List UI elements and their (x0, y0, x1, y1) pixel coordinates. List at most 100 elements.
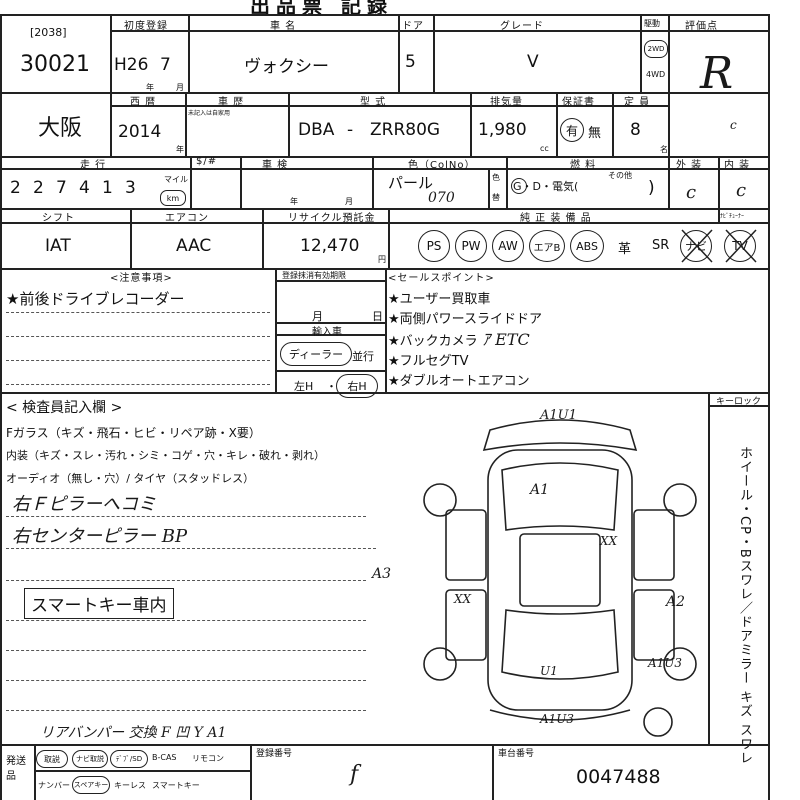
delivery-remote: リモコン (192, 754, 224, 763)
model-code: ZRR80G (370, 120, 441, 140)
label-drive: 駆動 (644, 19, 660, 28)
label-navi-tv: ﾅﾋﾞﾁｭｰﾅｰ (720, 213, 745, 220)
delivery-item: 取説 (36, 750, 68, 768)
label-mileage: 走 行 (80, 160, 107, 171)
damage-mark: A2 (666, 594, 686, 610)
fuel-types: G・D・電気( (513, 180, 579, 193)
label-reg-no: 登録番号 (256, 749, 293, 759)
equip-label: エアB (533, 242, 561, 254)
damage-mark: A1U3 (540, 712, 575, 726)
import-left-hand: 左H (294, 380, 314, 393)
label-capacity: 定 員 (624, 97, 651, 108)
label-displacement: 排気量 (490, 97, 523, 108)
fuel-gas-circle (511, 178, 527, 194)
frame-left (0, 14, 2, 800)
hand-note: 右Ｆピラーへコミ (12, 494, 156, 515)
glass-condition: Fガラス（キズ・飛石・ヒビ・リペア跡・X要） (6, 426, 261, 440)
model-prefix: DBA (298, 120, 335, 140)
sales-point: ★フルセグTV (388, 354, 469, 369)
car-name: ヴォクシー (244, 57, 329, 77)
equip-abs: ABS (570, 230, 604, 262)
damage-mark: A1 (530, 482, 550, 498)
expiry-month: 月 (312, 310, 323, 323)
color-name: パール (388, 174, 434, 192)
label-reg-expiry: 登録抹消有効期限 (282, 271, 346, 280)
delivery-label: 取説 (44, 754, 60, 764)
mileage-digit: 7 (56, 178, 67, 198)
label-model: 型 式 (360, 97, 387, 108)
side-remarks: ホイール・CP・Bスワレ／ドアミラー キズ スワレ (737, 446, 752, 766)
lot-number: [2038] (30, 26, 67, 39)
equip-ps: PS (418, 230, 450, 262)
equip-label: ABS (576, 239, 598, 253)
label-grade: グレード (500, 21, 544, 32)
warranty-no: 無 (588, 126, 602, 141)
unit-year-2: 年 (176, 145, 184, 154)
mileage-digit: 2 (10, 178, 21, 198)
label-origin: 西 暦 (130, 97, 157, 108)
recycle-fee: 12,470 (300, 236, 360, 256)
damage-mark: A3 (372, 566, 392, 582)
delivery-label: ﾃﾞﾌﾞ/SD (115, 755, 143, 763)
delivery-label: ナビ取説 (76, 755, 104, 763)
sales-point: ★バックカメラ (388, 334, 478, 349)
equip-leather: 革 (618, 242, 632, 257)
delivery-smart-key: スマートキー (152, 781, 200, 790)
equip-pw: PW (455, 230, 487, 262)
equip-aw: AW (492, 230, 524, 262)
delivery-bcas: B-CAS (152, 753, 177, 762)
label-color: 色（ColNo） (408, 160, 476, 171)
location: 大阪 (38, 116, 83, 141)
warranty-yes: 有 (565, 123, 578, 138)
label-sales: <セールスポイント> (388, 273, 495, 284)
label-first-reg: 初度登録 (124, 21, 168, 32)
label-warranty: 保証書 (562, 97, 595, 108)
drive-2wd: 2WD (647, 45, 665, 53)
label-car-name: 車 名 (270, 21, 297, 32)
hand-note: 右センターピラー BP (12, 526, 188, 547)
label-fuel: 燃 料 (570, 160, 597, 171)
equip-label: PW (461, 239, 481, 253)
mileage-digit: 3 (125, 178, 136, 198)
sales-point: ★ユーザー買取車 (388, 292, 491, 307)
delivery-item: ﾃﾞﾌﾞ/SD (110, 750, 148, 768)
equip-cross-icon (681, 229, 757, 263)
mileage-digit: 2 (33, 178, 44, 198)
label-shift: シフト (42, 213, 75, 224)
color-number: 070 (428, 190, 455, 206)
displacement: 1,980 (478, 120, 527, 140)
reg-month: 7 (160, 55, 171, 75)
drive-2wd-circle: 2WD (644, 40, 668, 58)
grade: V (527, 52, 539, 72)
label-equipment: 純 正 装 備 品 (520, 213, 592, 224)
unit-year: 年 (146, 83, 154, 92)
mileage-digit: 4 (79, 178, 90, 198)
label-recycle: リサイクル預託金 (288, 213, 376, 224)
delivery-item: ナビ取説 (72, 750, 108, 768)
equip-sr: SR (652, 238, 670, 253)
label-keylock: キーロック (716, 397, 762, 407)
model-dash: - (347, 120, 354, 140)
label-smeter: $/# (196, 156, 218, 167)
import-parallel: 並行 (352, 350, 374, 363)
km-circle: km (160, 190, 186, 206)
unit-cc: cc (540, 144, 549, 153)
audio-tire-condition: オーディオ（無し・穴）/ タイヤ（スタッドレス） (6, 472, 255, 485)
unit-year-3: 年 (290, 197, 298, 206)
reg-era: H26 (114, 55, 149, 75)
import-dealer-label: ディーラー (288, 348, 344, 361)
fuel-close: ) (648, 178, 655, 198)
equip-label: AW (498, 239, 518, 253)
equip-airbag: エアB (529, 230, 565, 262)
car-diagram (423, 419, 697, 737)
import-dot: ・ (326, 380, 337, 393)
label-aircon: エアコン (165, 213, 209, 224)
delivery-spare-key: スペアキー (72, 776, 110, 794)
delivery-label: スペアキー (73, 781, 109, 789)
delivery-plate: ナンバー (38, 781, 70, 790)
label-history: 車 歴 (218, 97, 245, 108)
drive-4wd: 4WD (646, 70, 666, 79)
equip-label: PS (426, 239, 442, 253)
unit-person: 名 (660, 145, 668, 154)
